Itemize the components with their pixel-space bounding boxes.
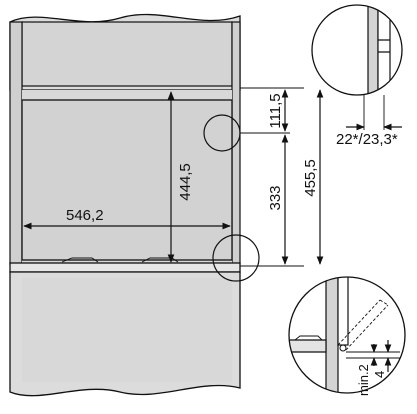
shelf-edge-detail [61, 257, 179, 263]
detail-top [311, 4, 403, 96]
appliance-front [21, 99, 233, 261]
right-side-panel [231, 21, 241, 265]
dim-niche-height: 444,5 [177, 163, 194, 201]
detail-marker-bottom [212, 234, 260, 282]
detail-marker-top [203, 114, 241, 152]
left-side-panel [9, 21, 23, 265]
dim-min-gap: min.2 [356, 364, 371, 396]
upper-cabinet-floor [21, 21, 233, 87]
detail-bottom [288, 276, 406, 394]
dim-top-gap: 111,5 [267, 93, 284, 128]
dim-panel-thickness: 22*/23,3* [336, 131, 398, 148]
dim-overall-height: 455,5 [302, 159, 319, 197]
shelf-board [9, 262, 241, 273]
lower-cabinet-face [22, 278, 232, 382]
dim-four: 4 [372, 371, 387, 378]
dim-door-height: 333 [267, 185, 284, 210]
dim-niche-width: 546,2 [66, 207, 104, 224]
